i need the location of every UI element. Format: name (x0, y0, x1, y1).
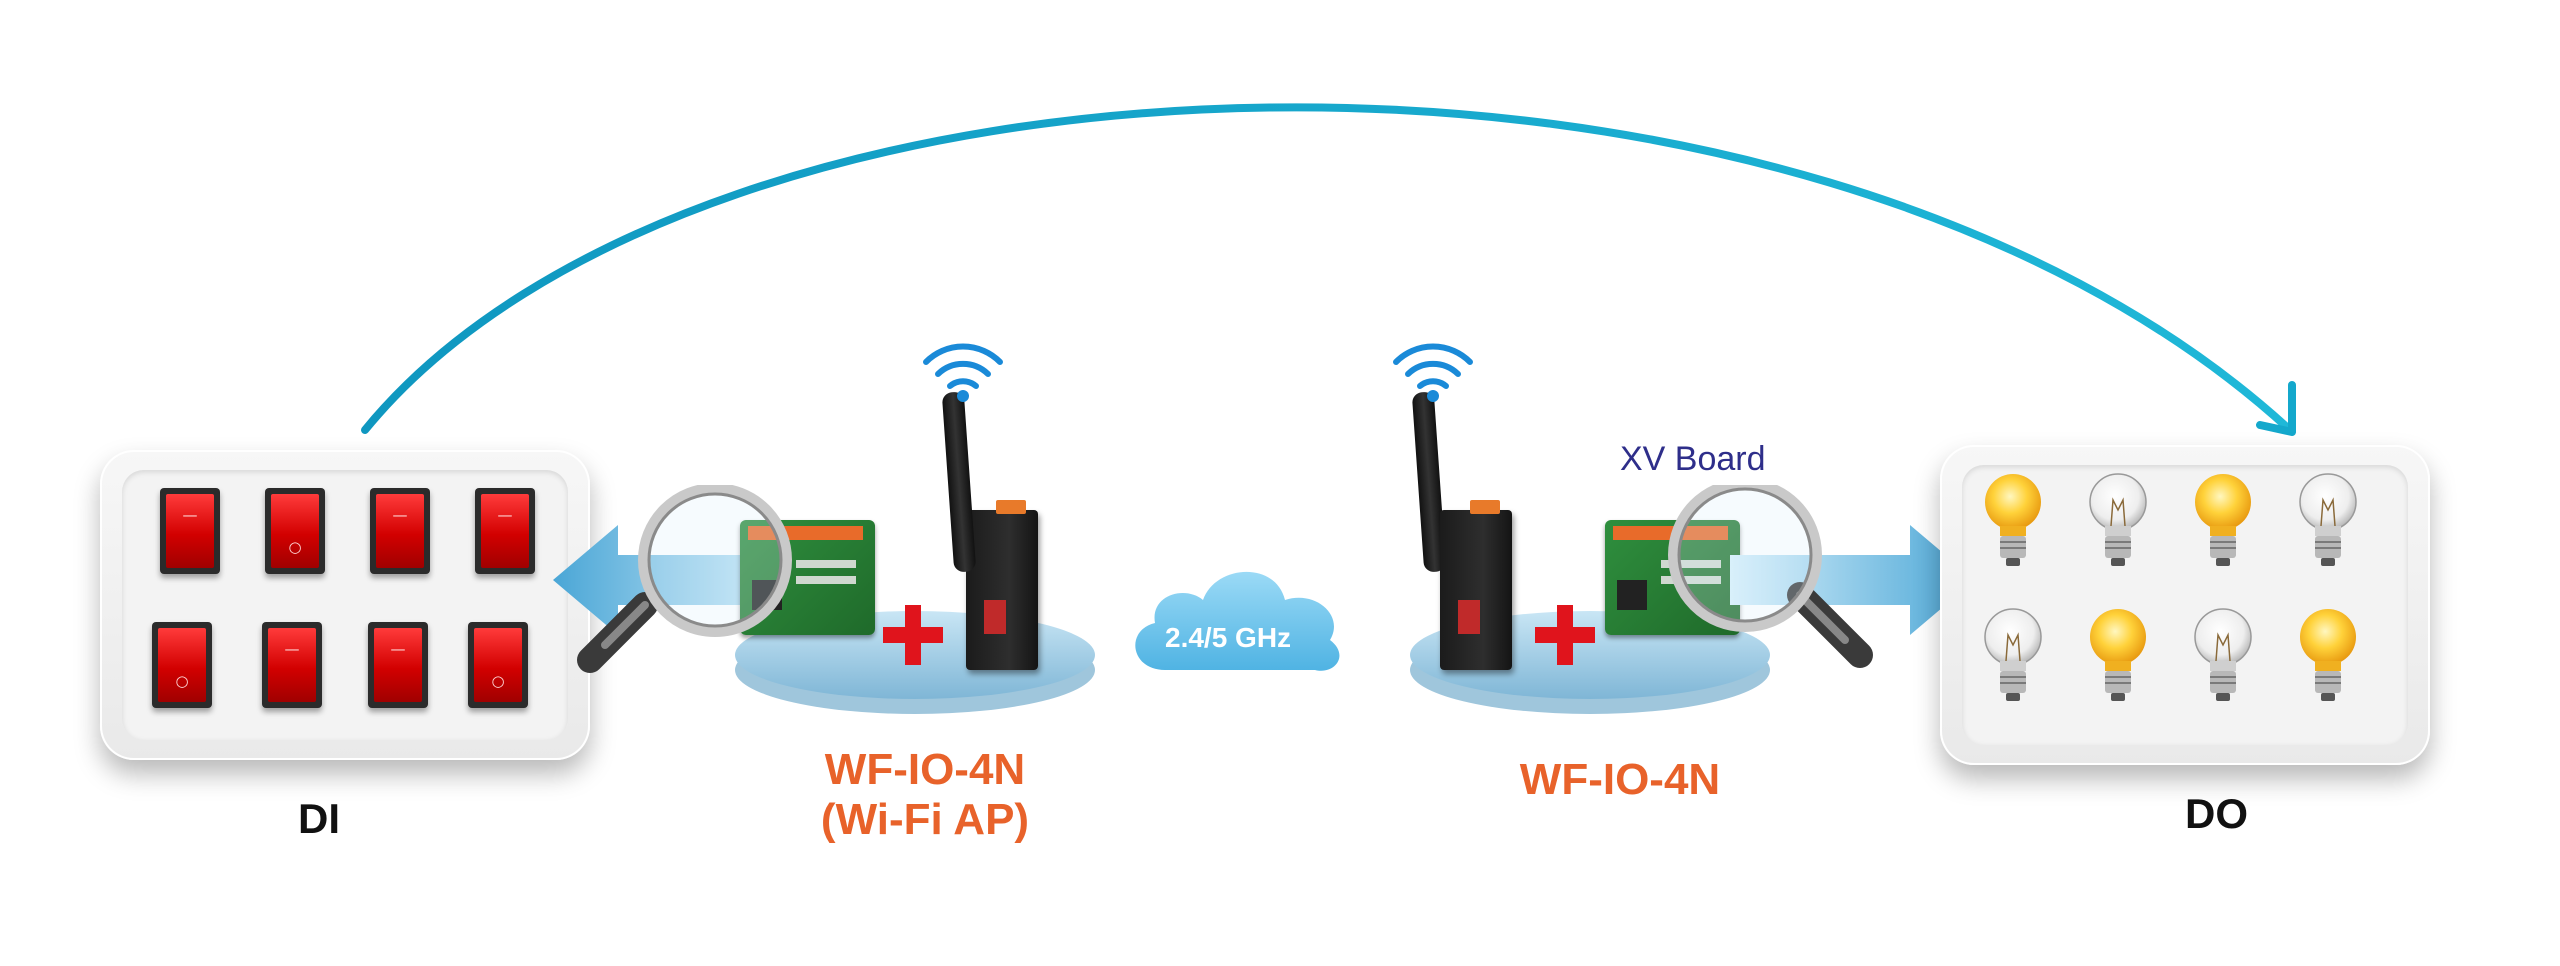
light-bulb-on-icon (2300, 609, 2356, 701)
di-label: DI (298, 795, 340, 842)
arrow-to-do-icon (1730, 525, 1975, 635)
rocker-switch-icon: — (160, 488, 220, 574)
rocker-switch-icon: — (475, 488, 535, 574)
rocker-switch-icon: — (370, 488, 430, 574)
rocker-switch-icon: — (262, 622, 322, 708)
arc-line (361, 103, 2294, 434)
wifi-icon (923, 343, 1003, 402)
light-bulb-on-icon (1985, 474, 2041, 566)
light-bulb-off-icon (1984, 608, 2042, 701)
magnifier-icon (577, 485, 792, 673)
ap-device-label: WF-IO-4N (Wi-Fi AP) (790, 745, 1060, 845)
light-bulb-off-icon (2194, 608, 2252, 701)
plus-icon (883, 605, 943, 665)
rocker-switch-icon: ○ (265, 488, 325, 574)
arc-arrowhead-icon (2256, 381, 2296, 436)
light-bulb-on-icon (2090, 609, 2146, 701)
rocker-switch-icon: ○ (468, 622, 528, 708)
ap-device-body (966, 500, 1038, 670)
cloud-frequency-label: 2.4/5 GHz (1165, 622, 1292, 653)
light-bulb-on-icon (2195, 474, 2251, 566)
rocker-switch-icon: — (368, 622, 428, 708)
station-device-body (1440, 500, 1512, 670)
xv-board-label: XV Board (1620, 440, 1766, 478)
cloud-icon (1135, 571, 1340, 671)
magnifier-icon (1668, 485, 1873, 668)
light-bulb-off-icon (2299, 473, 2357, 566)
station-device-label: WF-IO-4N (1519, 755, 1721, 804)
plus-icon (1535, 605, 1595, 665)
light-bulb-off-icon (2089, 473, 2147, 566)
wifi-icon (1393, 343, 1473, 402)
ap-device-mode: (Wi-Fi AP) (820, 795, 1030, 844)
arrow-to-di-icon (553, 525, 798, 635)
ap-device-name: WF-IO-4N (824, 745, 1026, 794)
rocker-switch-icon: ○ (152, 622, 212, 708)
do-label: DO (2185, 790, 2248, 837)
